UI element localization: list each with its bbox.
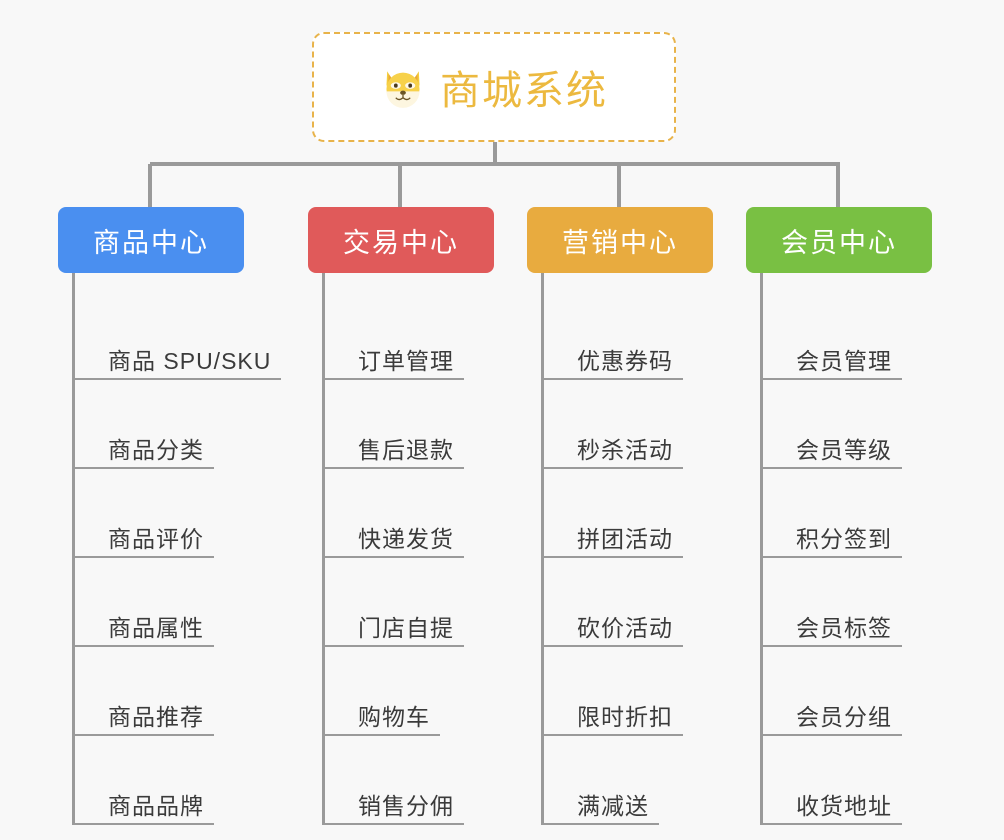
branch-title: 商品中心: [93, 227, 209, 258]
leaf-label: 商品分类: [75, 437, 214, 469]
leaf-label: 商品品牌: [75, 793, 214, 825]
leaf-list-member-center: 会员管理 会员等级 积分签到 会员标签 会员分组 收货地址: [760, 273, 932, 825]
leaf-item[interactable]: 限时折扣: [544, 647, 713, 736]
connector-horizontal-bus: [150, 162, 840, 166]
connector-branch-4-stem: [836, 164, 840, 208]
leaf-list-marketing-center: 优惠券码 秒杀活动 拼团活动 砍价活动 限时折扣 满减送: [541, 273, 713, 825]
leaf-item[interactable]: 会员标签: [763, 558, 932, 647]
branch-marketing-center: 营销中心 优惠券码 秒杀活动 拼团活动 砍价活动 限时折扣 满减送: [527, 207, 713, 825]
leaf-label: 商品 SPU/SKU: [75, 348, 282, 380]
leaf-item[interactable]: 砍价活动: [544, 558, 713, 647]
leaf-list-product-center: 商品 SPU/SKU 商品分类 商品评价 商品属性 商品推荐 商品品牌: [72, 273, 282, 825]
branch-header-product-center[interactable]: 商品中心: [58, 207, 244, 273]
leaf-item[interactable]: 商品属性: [75, 558, 244, 647]
branch-trade-center: 交易中心 订单管理 售后退款 快递发货 门店自提 购物车 销售分佣: [308, 207, 494, 825]
leaf-item[interactable]: 购物车: [325, 647, 494, 736]
leaf-item[interactable]: 优惠券码: [544, 291, 713, 380]
connector-branch-3-stem: [617, 164, 621, 208]
leaf-label: 会员分组: [763, 704, 902, 736]
leaf-label: 售后退款: [325, 437, 464, 469]
leaf-item[interactable]: 秒杀活动: [544, 380, 713, 469]
root-node[interactable]: 商城系统: [312, 32, 676, 142]
connector-branch-2-stem: [398, 164, 402, 208]
leaf-item[interactable]: 会员分组: [763, 647, 932, 736]
branch-header-member-center[interactable]: 会员中心: [746, 207, 932, 273]
leaf-label: 秒杀活动: [544, 437, 683, 469]
leaf-label: 满减送: [544, 793, 659, 825]
leaf-label: 限时折扣: [544, 704, 683, 736]
leaf-label: 销售分佣: [325, 793, 464, 825]
leaf-label: 商品评价: [75, 526, 214, 558]
leaf-label: 门店自提: [325, 615, 464, 647]
leaf-item[interactable]: 会员等级: [763, 380, 932, 469]
root-title: 商城系统: [440, 69, 608, 113]
leaf-item[interactable]: 门店自提: [325, 558, 494, 647]
branch-product-center: 商品中心 商品 SPU/SKU 商品分类 商品评价 商品属性 商品推荐 商品品牌: [58, 207, 282, 825]
leaf-label: 购物车: [325, 704, 440, 736]
leaf-label: 会员管理: [763, 348, 902, 380]
leaf-item[interactable]: 商品推荐: [75, 647, 244, 736]
leaf-item[interactable]: 商品评价: [75, 469, 244, 558]
leaf-label: 订单管理: [325, 348, 464, 380]
leaf-label: 砍价活动: [544, 615, 683, 647]
leaf-item[interactable]: 订单管理: [325, 291, 494, 380]
leaf-label: 会员标签: [763, 615, 902, 647]
leaf-label: 会员等级: [763, 437, 902, 469]
leaf-item[interactable]: 销售分佣: [325, 736, 494, 825]
branch-header-trade-center[interactable]: 交易中心: [308, 207, 494, 273]
leaf-item[interactable]: 拼团活动: [544, 469, 713, 558]
leaf-item[interactable]: 会员管理: [763, 291, 932, 380]
branch-title: 会员中心: [781, 227, 897, 258]
branch-header-marketing-center[interactable]: 营销中心: [527, 207, 713, 273]
leaf-label: 商品推荐: [75, 704, 214, 736]
shiba-dog-icon: [380, 64, 426, 110]
branch-title: 交易中心: [343, 227, 459, 258]
branch-member-center: 会员中心 会员管理 会员等级 积分签到 会员标签 会员分组 收货地址: [746, 207, 932, 825]
leaf-label: 收货地址: [763, 793, 902, 825]
leaf-label: 拼团活动: [544, 526, 683, 558]
leaf-item[interactable]: 商品 SPU/SKU: [75, 291, 282, 380]
connector-branch-1-stem: [148, 164, 152, 208]
connector-root-stem: [493, 142, 497, 164]
leaf-label: 积分签到: [763, 526, 902, 558]
leaf-label: 优惠券码: [544, 348, 683, 380]
leaf-item[interactable]: 积分签到: [763, 469, 932, 558]
leaf-item[interactable]: 售后退款: [325, 380, 494, 469]
leaf-item[interactable]: 商品品牌: [75, 736, 244, 825]
leaf-item[interactable]: 收货地址: [763, 736, 932, 825]
leaf-label: 快递发货: [325, 526, 464, 558]
leaf-item[interactable]: 快递发货: [325, 469, 494, 558]
leaf-list-trade-center: 订单管理 售后退款 快递发货 门店自提 购物车 销售分佣: [322, 273, 494, 825]
leaf-item[interactable]: 商品分类: [75, 380, 244, 469]
branch-title: 营销中心: [562, 227, 678, 258]
leaf-label: 商品属性: [75, 615, 214, 647]
leaf-item[interactable]: 满减送: [544, 736, 713, 825]
